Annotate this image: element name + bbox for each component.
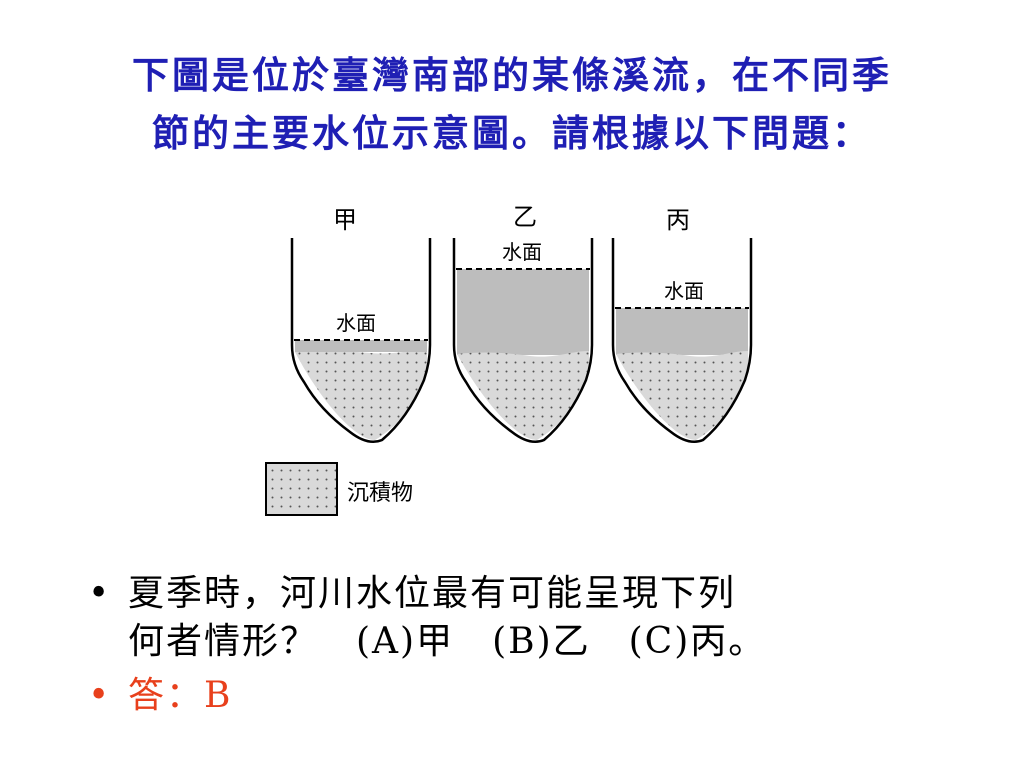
- title-line-1: 下圖是位於臺灣南部的某條溪流，在不同季: [132, 53, 892, 97]
- channel-outline-yi: [452, 238, 594, 443]
- sediment-yi: [457, 351, 589, 440]
- slide-title: 下圖是位於臺灣南部的某條溪流，在不同季 節的主要水位示意圖。請根據以下問題：: [0, 46, 1024, 162]
- answer-text: 答：B: [128, 675, 233, 716]
- question-list: • 夏季時，河川水位最有可能呈現下列 何者情形？ (A)甲 (B)乙 (C)丙。…: [88, 570, 988, 720]
- panel-label-jia: 甲: [333, 206, 357, 234]
- panel-label-bing: 丙: [666, 206, 690, 234]
- panel-jia: 甲 水面: [290, 206, 432, 443]
- channel-outline-bing: [611, 238, 753, 443]
- panel-bing: 丙 水面: [611, 206, 753, 443]
- legend: 沉積物: [265, 462, 413, 516]
- sediment-bing: [616, 351, 748, 440]
- question-item: • 夏季時，河川水位最有可能呈現下列 何者情形？ (A)甲 (B)乙 (C)丙。: [88, 570, 988, 666]
- water-bing: [616, 308, 748, 355]
- legend-sediment-label: 沉積物: [347, 481, 413, 506]
- question-line-1: 夏季時，河川水位最有可能呈現下列: [128, 573, 737, 614]
- water-label-yi: 水面: [502, 240, 542, 264]
- panel-label-yi: 乙: [513, 203, 537, 231]
- water-jia: [295, 340, 427, 352]
- channel-outline-jia: [290, 238, 432, 443]
- sediment-jia: [295, 350, 427, 440]
- answer-item: • 答：B: [88, 672, 988, 720]
- bullet-dot: •: [88, 675, 112, 716]
- legend-sediment-swatch: [265, 462, 338, 516]
- water-yi: [457, 269, 589, 355]
- question-line-2: 何者情形？ (A)甲 (B)乙 (C)丙。: [128, 621, 767, 662]
- title-line-2: 節的主要水位示意圖。請根據以下問題：: [152, 111, 872, 155]
- bullet-dot: •: [88, 573, 112, 614]
- water-label-bing: 水面: [664, 279, 704, 303]
- water-label-jia: 水面: [336, 311, 376, 335]
- panel-yi: 乙 水面: [452, 203, 594, 443]
